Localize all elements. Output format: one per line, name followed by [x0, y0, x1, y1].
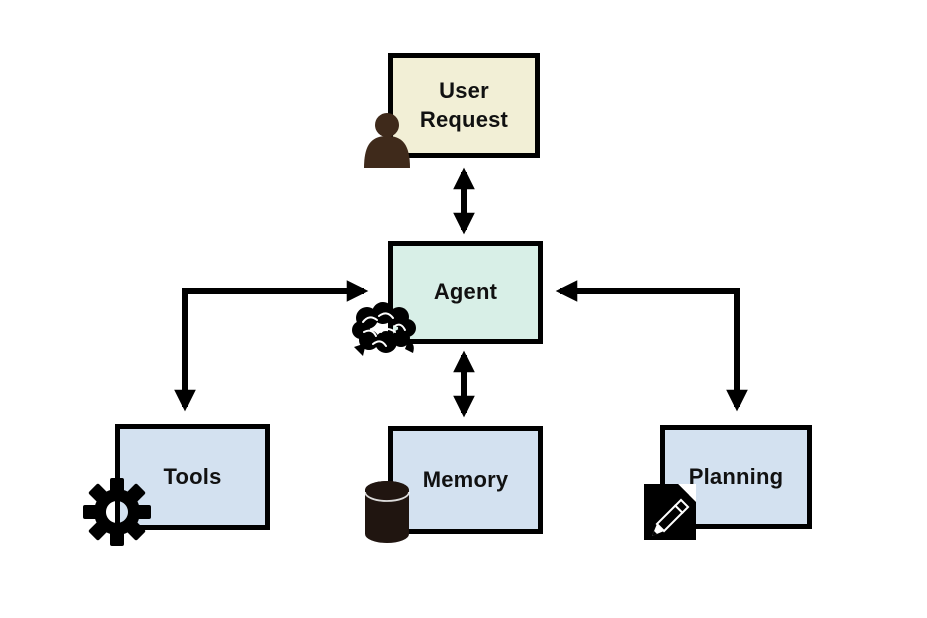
- node-memory-label: Memory: [422, 466, 509, 492]
- node-agent: Agent: [388, 241, 543, 344]
- node-agent-label: Agent: [433, 279, 498, 305]
- note-pencil-icon: [644, 484, 696, 540]
- gear-icon: [83, 478, 151, 546]
- connector-agent-planning: [555, 280, 748, 412]
- database-icon: [364, 481, 410, 543]
- node-memory: Memory: [388, 426, 543, 534]
- node-planning-label: Planning: [688, 463, 784, 489]
- person-icon: [364, 113, 410, 168]
- connector-agent-tools: [174, 280, 369, 412]
- brain-icon: [352, 302, 416, 356]
- node-user-request: User Request: [388, 53, 540, 158]
- node-tools-label: Tools: [163, 463, 222, 489]
- node-tools: Tools: [115, 424, 270, 530]
- node-user-request-label: User Request: [419, 77, 509, 132]
